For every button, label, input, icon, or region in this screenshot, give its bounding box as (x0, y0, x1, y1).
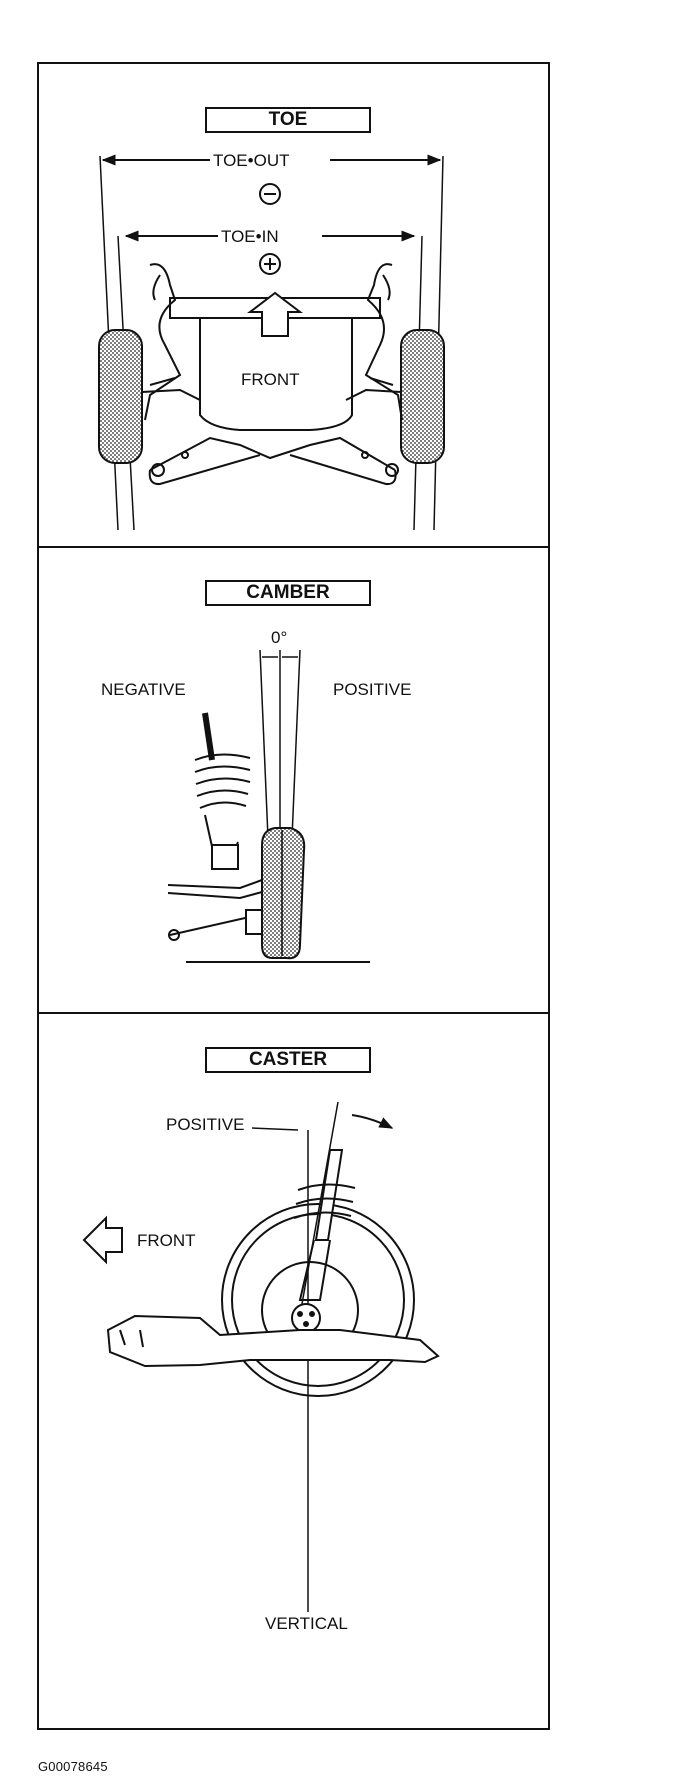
section-divider-camber-caster (37, 1012, 550, 1014)
diagram-frame (37, 62, 550, 1730)
toe-out-label: TOE•OUT (210, 151, 293, 171)
caster-front-label: FRONT (137, 1231, 196, 1250)
section-divider-toe-camber (37, 546, 550, 548)
camber-title: CAMBER (205, 580, 371, 606)
toe-in-label: TOE•IN (218, 227, 282, 247)
camber-tire (261, 827, 306, 960)
toe-right-tire (400, 329, 445, 464)
caster-section-art (82, 1101, 440, 1612)
caster-vertical-label: VERTICAL (262, 1614, 351, 1634)
toe-in-plus-circle (259, 253, 281, 275)
caster-title: CASTER (205, 1047, 371, 1073)
camber-positive-label: POSITIVE (333, 680, 412, 699)
caster-positive-label: POSITIVE (166, 1115, 245, 1134)
caster-outer-wheel (221, 1203, 415, 1397)
caster-front-arrow-icon (82, 1215, 123, 1265)
camber-negative-label: NEGATIVE (101, 680, 186, 699)
toe-out-minus-circle (259, 183, 281, 205)
toe-section-art (98, 154, 445, 531)
camber-zero-degree-label: 0° (271, 628, 288, 647)
camber-section-art (167, 649, 370, 963)
figure-code: G00078645 (38, 1759, 108, 1774)
toe-front-arrow-icon (247, 291, 303, 337)
toe-front-label: FRONT (241, 370, 300, 389)
toe-left-tire (98, 329, 143, 464)
toe-title: TOE (205, 107, 371, 133)
